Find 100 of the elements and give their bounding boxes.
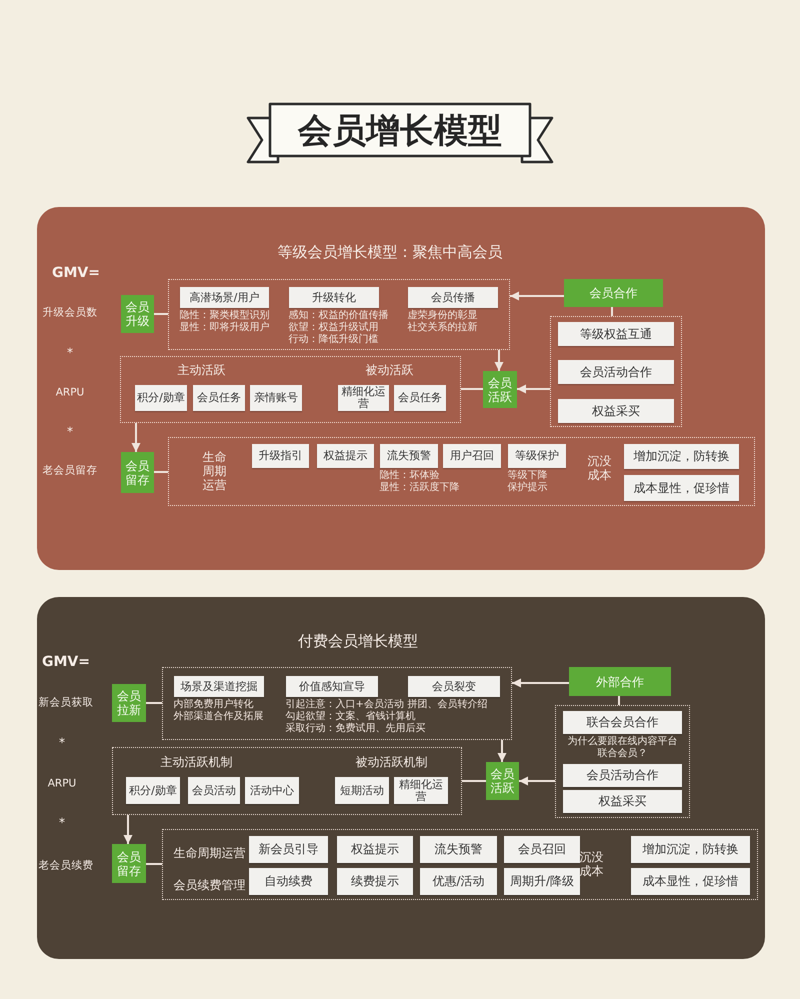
step-box: 成本显性，促珍惜: [624, 475, 739, 501]
group-label: 会员续费管理: [172, 878, 246, 892]
arrow: [124, 815, 132, 844]
group-label: 生命周期运营: [172, 846, 246, 860]
connector-line: [462, 780, 486, 782]
step-box: 价值感知宣导: [286, 676, 378, 697]
note-text: 勾起欲望：文案、省钱计算机: [286, 710, 416, 722]
stage-box: 会员留存: [121, 452, 154, 493]
arrow: [519, 776, 555, 786]
connector-line: [146, 702, 162, 704]
group-label: 沉没成本: [586, 454, 612, 482]
step-box: 增加沉淀，防转换: [631, 836, 750, 863]
group-label: 主动活跃: [176, 362, 226, 376]
step-box: 流失预警: [380, 444, 438, 468]
step-box: 场景及渠道挖掘: [174, 676, 264, 697]
step-box: 会员活动: [188, 777, 240, 804]
step-box: 等级保护: [508, 444, 566, 468]
note-text: 拼团、会员转介绍: [408, 698, 488, 710]
step-box: 权益采买: [558, 399, 674, 423]
connector-line: [618, 696, 620, 705]
group-label: 被动活跃机制: [354, 754, 428, 768]
formula-label: 升级会员数: [42, 306, 98, 320]
stage-box: 会员活跃: [483, 371, 517, 408]
step-box: 精细化运营: [338, 385, 389, 411]
note-text: 保护提示: [508, 482, 548, 494]
dashed-group: [112, 747, 462, 815]
arrow: [517, 384, 550, 394]
formula-operator: *: [67, 426, 73, 438]
dashed-group: [162, 667, 512, 740]
diagram-title: 会员增长模型: [298, 111, 502, 151]
step-box: 等级权益互通: [558, 322, 674, 346]
group-label: 主动活跃机制: [160, 754, 234, 768]
step-box: 会员任务: [394, 385, 446, 411]
model-panel: [37, 207, 765, 570]
connector-line: [461, 388, 483, 390]
step-box: 升级转化: [289, 287, 379, 308]
dashed-group: [555, 705, 690, 818]
dashed-group: [168, 279, 510, 350]
note-text: 外部渠道合作及拓展: [174, 710, 264, 722]
formula-operator: *: [59, 816, 65, 830]
note-text: 显性：即将升级用户: [180, 322, 270, 334]
note-text: 隐性：坏体验: [380, 470, 440, 482]
group-label: 生命周期运营: [202, 450, 228, 492]
note-text: 为什么要跟在线内容平台联合会员？: [566, 736, 678, 760]
arrow: [494, 350, 504, 371]
step-box: 成本显性，促珍惜: [631, 868, 750, 895]
step-box: 会员活动合作: [558, 360, 674, 384]
formula-operator: *: [59, 736, 65, 750]
step-box: 权益采买: [563, 790, 682, 813]
step-box: 短期活动: [335, 777, 389, 804]
step-box: 会员召回: [504, 836, 580, 863]
group-label: 被动活跃: [364, 362, 414, 376]
dashed-group: [168, 437, 755, 506]
formula-operator: *: [67, 346, 73, 360]
stage-box: 会员活跃: [486, 762, 519, 800]
formula-label: 老会员留存: [42, 464, 98, 478]
stage-box: 会员升级: [121, 295, 154, 333]
step-box: 流失预警: [420, 836, 497, 863]
step-box: 积分/勋章: [135, 385, 187, 411]
dashed-group: [550, 316, 682, 427]
note-text: 虚荣身份的彰显: [408, 310, 478, 322]
arrow: [498, 740, 506, 762]
note-text: 行动：降低升级门槛: [288, 334, 378, 346]
step-box: 亲情账号: [250, 385, 302, 411]
step-box: 升级指引: [252, 444, 309, 468]
step-box: 权益提示: [337, 836, 413, 863]
panel-title: 等级会员增长模型：聚焦中高会员: [276, 243, 504, 261]
step-box: 会员传播: [408, 287, 498, 308]
note-text: 显性：活跃度下降: [380, 482, 460, 494]
connector-line: [611, 307, 613, 316]
step-box: 增加沉淀，防转换: [624, 444, 739, 469]
step-box: 活动中心: [245, 777, 299, 804]
stage-box: 会员留存: [112, 844, 146, 883]
step-box: 联合会员合作: [563, 711, 682, 734]
dashed-group: [120, 356, 461, 423]
step-box: 自动续费: [249, 868, 328, 895]
step-box: 优惠/活动: [420, 868, 497, 895]
note-text: 内部免费用户转化: [174, 698, 254, 710]
formula-label: 老会员续费: [38, 860, 94, 872]
step-box: 用户召回: [443, 444, 501, 468]
step-box: 积分/勋章: [126, 777, 180, 804]
formula-label: GMV=: [52, 265, 100, 281]
step-box: 周期升/降级: [504, 868, 580, 895]
stage-box: 会员拉新: [112, 684, 146, 722]
formula-label: GMV=: [42, 654, 90, 670]
connector-line: [154, 313, 168, 315]
note-text: 感知：权益的价值传播: [288, 310, 388, 322]
note-text: 等级下降: [508, 470, 548, 482]
arrow: [510, 292, 564, 300]
step-box: 精细化运营: [394, 777, 448, 804]
formula-label: 新会员获取: [38, 696, 94, 710]
note-text: 欲望：权益升级试用: [288, 322, 378, 334]
formula-label: ARPU: [48, 778, 76, 790]
formula-label: ARPU: [56, 386, 84, 400]
group-label: 沉没成本: [578, 850, 604, 878]
note-text: 社交关系的拉新: [408, 322, 478, 334]
step-box: 会员任务: [193, 385, 245, 411]
model-panel: [37, 597, 765, 959]
step-box: 权益提示: [317, 444, 374, 468]
arrow: [512, 678, 569, 688]
